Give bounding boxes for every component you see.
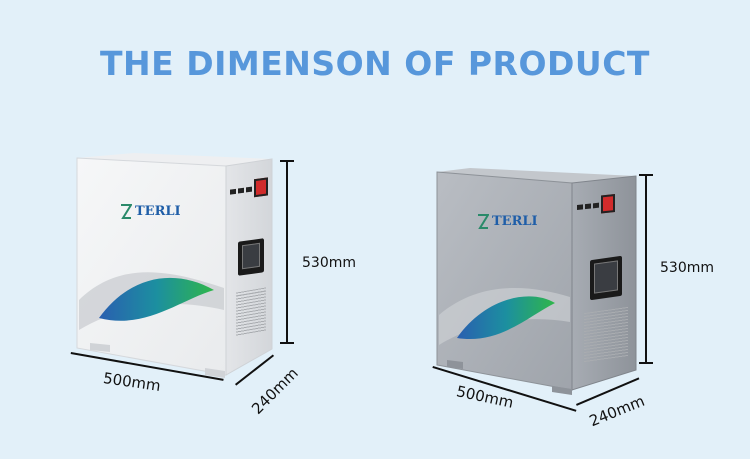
power-switch [254, 177, 268, 198]
ventilation-grille [584, 306, 628, 364]
height-cap-top [280, 160, 294, 162]
brand-name: TERLI [135, 204, 181, 219]
lcd-display [238, 238, 264, 276]
ventilation-grille [236, 287, 266, 337]
port-icon [593, 202, 599, 208]
power-switch [601, 194, 615, 214]
height-cap-bottom [639, 362, 653, 364]
port-icon [230, 188, 236, 195]
height-cap-top [639, 174, 653, 176]
port-icon [238, 187, 244, 194]
lcd-display [590, 255, 622, 301]
height-label: 530mm [302, 255, 356, 271]
height-cap-bottom [280, 342, 294, 344]
terli-logo-icon [478, 214, 489, 229]
height-label: 530mm [660, 260, 714, 276]
port-icon [585, 203, 591, 209]
page-title: THE DIMENSON OF PRODUCT [100, 44, 650, 83]
brand-logo: TERLI [477, 214, 538, 229]
height-dimension-line [286, 160, 288, 344]
terli-logo-icon [121, 204, 132, 219]
brand-logo: TERLI [120, 204, 181, 219]
height-dimension-line [645, 174, 647, 364]
brand-name: TERLI [492, 214, 538, 229]
port-icon [577, 203, 583, 210]
port-icon [246, 186, 252, 192]
